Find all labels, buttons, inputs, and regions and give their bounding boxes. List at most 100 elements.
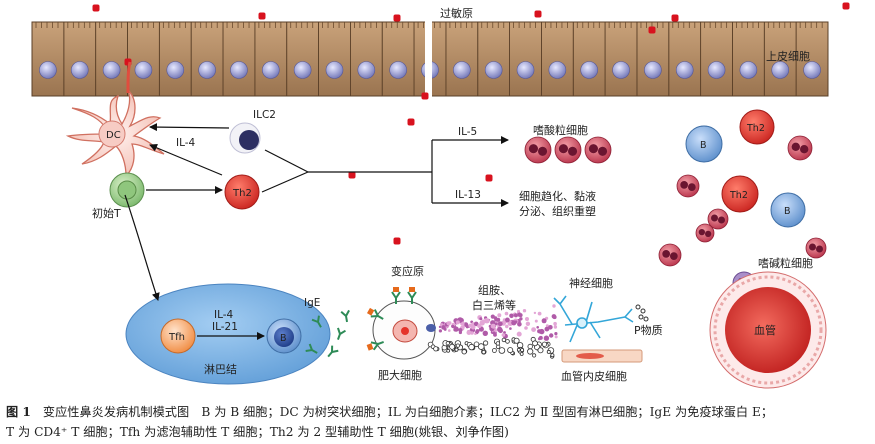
- allergen-mast-label: 变应原: [391, 264, 424, 278]
- mediator-dot: [482, 330, 488, 336]
- epithelial-nucleus: [389, 61, 407, 79]
- eosinophil-lobe: [528, 144, 538, 154]
- allergen-dot: [534, 10, 542, 18]
- mediator-dot: [509, 313, 514, 319]
- eosinophil-body: [707, 208, 729, 230]
- eosinophil-lobe: [698, 228, 705, 236]
- mediator-dot: [492, 331, 496, 335]
- mediator-granule: [519, 352, 524, 356]
- caption-line-1: 变应性鼻炎发病机制模式图 B 为 B 细胞；DC 为树突状细胞；IL 为白细胞介…: [42, 405, 774, 419]
- mediator-dot: [525, 321, 531, 326]
- mediator-dot: [474, 332, 477, 336]
- allergen-dot: [258, 12, 266, 20]
- lymph-b-cell: [266, 318, 302, 354]
- mediator-dot: [541, 318, 547, 324]
- vessel-label: 血管: [754, 323, 776, 337]
- mediator-dot: [551, 314, 557, 319]
- mediator-dot: [553, 321, 557, 326]
- lymph-il21-label: IL-21: [212, 321, 238, 333]
- epithelial-nucleus: [516, 61, 535, 79]
- histamine-label-2: 白三烯等: [472, 298, 516, 312]
- bound-allergen: [393, 287, 399, 292]
- mediator-dot: [522, 309, 527, 313]
- bound-allergen: [366, 307, 375, 316]
- th2-main-label: Th2: [232, 188, 252, 199]
- mediator-dot: [466, 330, 472, 335]
- allergen-dot: [92, 4, 100, 12]
- mediator-granule: [520, 348, 525, 353]
- epithelial-nucleus: [198, 61, 216, 79]
- eosinophil-body: [676, 174, 700, 198]
- eosinophil-lobe: [718, 216, 725, 224]
- mediator-dot: [554, 332, 558, 336]
- epithelial-nucleus: [675, 61, 694, 79]
- histamine-label-1: 组胺、: [478, 283, 511, 297]
- eosinophil-lobe: [688, 183, 696, 191]
- mediator-dot: [494, 318, 498, 322]
- goblet-label-1: 细胞趋化、黏液: [519, 189, 596, 203]
- eosinophil-lobe: [791, 142, 800, 151]
- ige-y: [340, 309, 350, 323]
- il5-label: IL-5: [458, 126, 477, 138]
- blood-vessel: [709, 271, 827, 389]
- eosinophil-body: [695, 223, 715, 243]
- mediator-dot: [443, 328, 447, 331]
- caption-line-2: T 为 CD4⁺ T 细胞；Tfh 为滤泡辅助性 T 细胞；Th2 为 2 型辅…: [6, 425, 509, 439]
- mediator-granule: [513, 337, 520, 344]
- il4-dc-label: IL-4: [176, 137, 196, 149]
- tfh-cell: [160, 318, 196, 354]
- mediator-dot: [465, 325, 469, 329]
- eosinophil-lobe: [816, 245, 823, 253]
- eosinophil-lobe: [670, 252, 678, 260]
- eosinophil-body: [524, 136, 552, 164]
- mediator-granule: [481, 349, 486, 355]
- eosinophil-body: [584, 136, 612, 164]
- mediator-dot: [471, 322, 475, 326]
- mediator-dot: [513, 313, 518, 318]
- mediator-dot: [448, 329, 451, 332]
- right-b1-label: B: [700, 140, 707, 151]
- eosinophil-body: [658, 243, 682, 267]
- tfh-label: Tfh: [168, 332, 185, 343]
- mediator-dot: [552, 304, 556, 308]
- ige-antibodies: [305, 309, 350, 358]
- lymph-node-label: 淋巴结: [204, 363, 237, 376]
- eosinophil-body: [805, 237, 827, 259]
- il13-label: IL-13: [455, 189, 481, 201]
- epithelial-nucleus: [644, 61, 662, 79]
- epithelial-nucleus: [293, 61, 312, 79]
- mediator-dot: [544, 326, 550, 332]
- mediator-dot: [553, 325, 558, 329]
- allergen-dot: [421, 92, 429, 100]
- right-th2-2-label: Th2: [729, 190, 748, 201]
- mediator-granule: [491, 348, 497, 353]
- mediator-dot: [460, 321, 465, 326]
- mediator-dot: [446, 321, 451, 326]
- mast-receptor: [366, 341, 384, 351]
- th2-cell-main: [224, 174, 260, 210]
- mediator-dot: [504, 311, 509, 316]
- epithelial-nucleus: [70, 61, 89, 79]
- epithelial-nucleus: [707, 61, 726, 79]
- mediator-dot: [451, 324, 454, 328]
- epithelial-nucleus: [803, 61, 821, 79]
- eosinophil-group: [524, 136, 612, 164]
- allergen-label-top: 过敏原: [440, 6, 473, 20]
- receptor-y: [370, 341, 384, 351]
- lymph-b-label: B: [280, 333, 287, 344]
- mediator-granule: [527, 348, 534, 355]
- mediator-granule: [532, 340, 538, 347]
- mediator-dot: [534, 319, 538, 323]
- epithelial-nucleus: [612, 61, 630, 79]
- mediator-dot: [538, 329, 543, 334]
- eosinophil-lobe: [588, 144, 598, 154]
- mast-receptor: [391, 287, 401, 304]
- mediator-granule: [531, 353, 537, 358]
- figure-number: 图 1: [6, 405, 31, 419]
- allergen-dot: [393, 237, 401, 245]
- mediator-dot: [543, 335, 550, 341]
- mediator-dot: [483, 318, 490, 324]
- eosinophil-lobe: [662, 250, 671, 258]
- mediator-dot: [479, 317, 483, 321]
- ige-y: [337, 327, 346, 340]
